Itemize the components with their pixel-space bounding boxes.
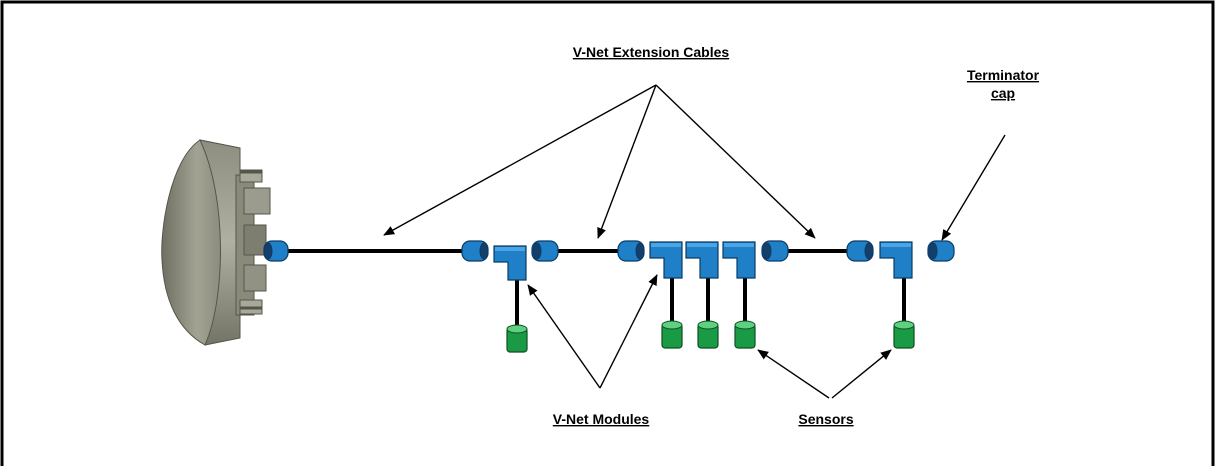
label-terminator-line2: cap xyxy=(991,85,1015,101)
sensor-4 xyxy=(734,320,756,349)
label-extension-cables: V-Net Extension Cables xyxy=(573,44,730,60)
sensor-5 xyxy=(893,320,915,349)
connector-cable2-end xyxy=(617,240,645,262)
connector-hub-end xyxy=(263,240,289,262)
arrow-to-module-2 xyxy=(599,274,658,389)
vnet-module-3 xyxy=(685,241,719,279)
arrows-extension-cables xyxy=(383,84,816,239)
module-stems xyxy=(515,278,906,328)
connector-cable2-start xyxy=(531,240,559,262)
sensor-3 xyxy=(697,320,719,349)
sensor-2 xyxy=(661,320,683,349)
arrow-to-sensor-4 xyxy=(757,349,830,399)
connector-cable1-end xyxy=(461,240,489,262)
arrow-to-sensor-5 xyxy=(831,349,892,399)
label-sensors: Sensors xyxy=(798,411,853,427)
vnet-module-4 xyxy=(722,241,756,279)
connector-cable3-end xyxy=(846,240,874,262)
hub-assembly xyxy=(161,139,271,346)
arrow-to-cable-2 xyxy=(597,84,657,239)
arrows-modules xyxy=(527,274,658,389)
arrows-sensors xyxy=(757,349,892,399)
arrow-to-module-1 xyxy=(527,284,601,389)
terminator-cap xyxy=(927,240,955,262)
connector-cable3-start xyxy=(761,240,789,262)
label-modules: V-Net Modules xyxy=(553,411,650,427)
sensor-1 xyxy=(506,324,528,353)
arrow-to-terminator-cap xyxy=(941,134,1006,241)
vnet-module-5 xyxy=(879,241,913,279)
vnet-module-2 xyxy=(649,241,683,279)
arrow-to-cable-3 xyxy=(655,84,816,239)
arrow-to-cable-1 xyxy=(383,84,657,236)
label-terminator-line1: Terminator xyxy=(967,67,1040,83)
vnet-module-1 xyxy=(493,245,527,281)
